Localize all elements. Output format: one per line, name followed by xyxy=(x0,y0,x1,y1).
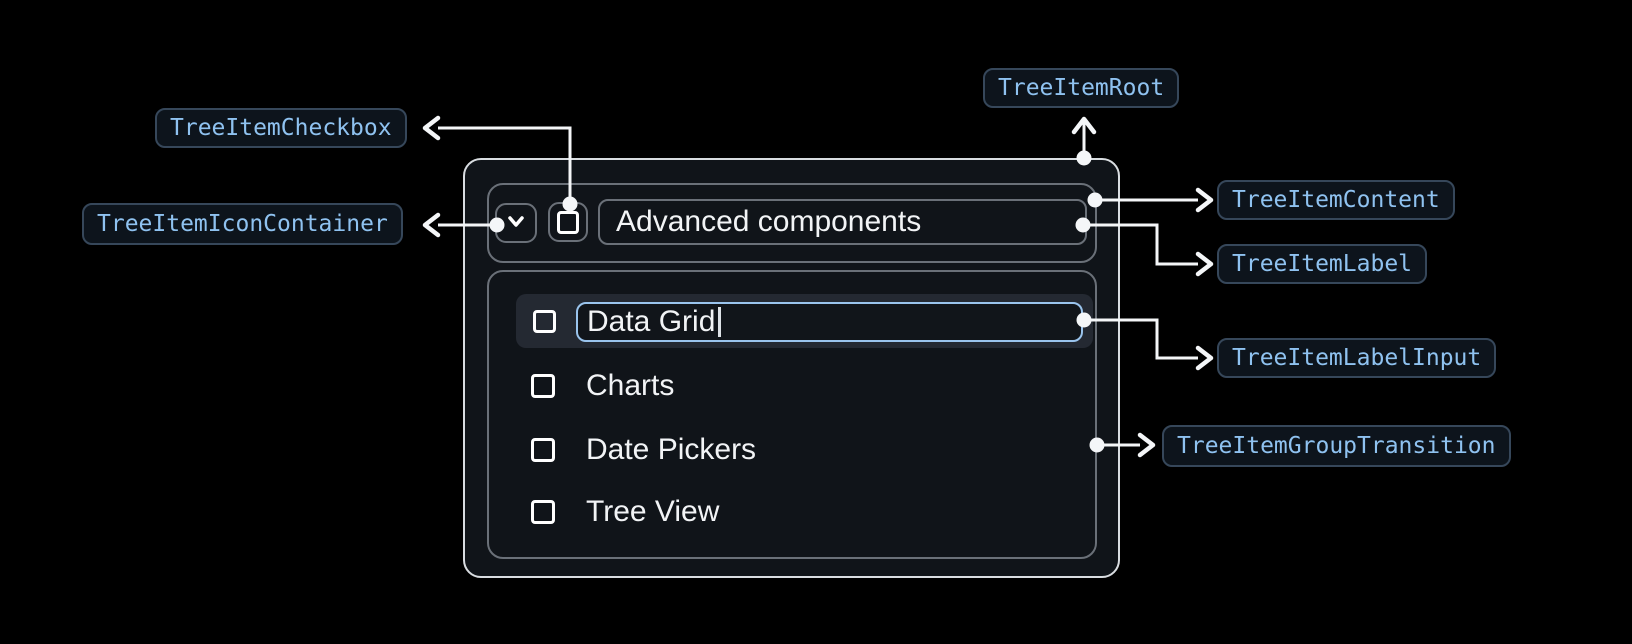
tree-item-content[interactable] xyxy=(487,183,1097,263)
tree-item-group-transition xyxy=(487,270,1097,559)
annotation-text: TreeItemContent xyxy=(1232,187,1440,213)
annotation-tree-item-content: TreeItemContent xyxy=(1217,180,1455,220)
checkbox-unchecked-icon[interactable] xyxy=(531,374,555,398)
checkbox-unchecked-icon[interactable] xyxy=(533,310,556,333)
parent-item-label: Advanced components xyxy=(616,205,922,238)
tree-item-label-text: Charts xyxy=(586,369,675,402)
tree-row[interactable]: Tree View xyxy=(487,484,1097,540)
tree-row[interactable]: Charts xyxy=(487,358,1097,414)
annotation-text: TreeItemCheckbox xyxy=(170,115,392,141)
checkbox-unchecked-icon[interactable] xyxy=(531,500,555,524)
tree-item-label-text: Date Pickers xyxy=(586,433,757,466)
annotation-tree-item-label-input: TreeItemLabelInput xyxy=(1217,338,1497,378)
tree-item-label-input[interactable]: Data Grid xyxy=(576,302,1083,342)
annotation-text: TreeItemRoot xyxy=(998,75,1165,101)
expand-collapse-button[interactable] xyxy=(495,203,537,243)
annotation-tree-item-group-transition: TreeItemGroupTransition xyxy=(1162,425,1511,467)
chevron-down-icon xyxy=(504,209,528,238)
annotation-tree-item-root: TreeItemRoot xyxy=(983,68,1180,108)
annotation-text: TreeItemIconContainer xyxy=(97,211,388,237)
tree-item-label-text: Tree View xyxy=(586,495,720,528)
tree-item-label[interactable]: Advanced components xyxy=(598,199,1087,245)
tree-row[interactable]: Date Pickers xyxy=(487,422,1097,478)
tree-item-root xyxy=(463,158,1120,578)
parent-checkbox[interactable] xyxy=(548,202,588,242)
annotation-text: TreeItemGroupTransition xyxy=(1177,433,1496,459)
annotation-text: TreeItemLabelInput xyxy=(1232,345,1482,371)
annotation-tree-item-label: TreeItemLabel xyxy=(1217,244,1428,284)
text-cursor xyxy=(718,307,721,337)
annotation-tree-item-checkbox: TreeItemCheckbox xyxy=(155,108,407,148)
checkbox-unchecked-icon xyxy=(557,210,579,234)
annotation-text: TreeItemLabel xyxy=(1232,251,1413,277)
checkbox-unchecked-icon[interactable] xyxy=(531,438,555,462)
annotation-tree-item-icon-container: TreeItemIconContainer xyxy=(82,203,403,245)
label-input-value: Data Grid xyxy=(587,305,716,338)
